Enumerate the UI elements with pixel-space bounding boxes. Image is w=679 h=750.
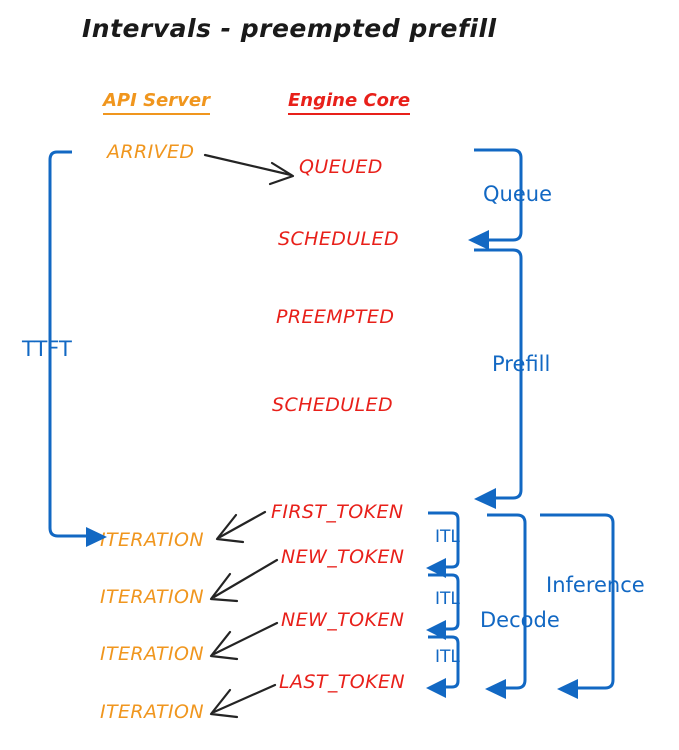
arrow-new-token-to-iteration: [209, 558, 279, 603]
state-last-token: LAST_TOKEN: [279, 671, 405, 693]
state-iteration: ITERATION: [100, 529, 205, 551]
page-title: Intervals - preempted prefill: [82, 14, 497, 43]
interval-label-itl: ITL: [435, 647, 460, 667]
bracket-inference: [540, 513, 615, 699]
arrow-first-token-to-iteration: [215, 510, 267, 544]
interval-label-itl: ITL: [435, 589, 460, 609]
bracket-decode: [485, 513, 527, 699]
state-iteration: ITERATION: [100, 643, 205, 665]
column-header-api-server: API Server: [103, 91, 210, 115]
interval-label-prefill: Prefill: [492, 352, 551, 376]
state-iteration: ITERATION: [100, 586, 205, 608]
arrow-new-token-to-iteration: [209, 621, 279, 661]
state-scheduled: SCHEDULED: [278, 228, 399, 250]
column-header-engine-core: Engine Core: [288, 91, 411, 115]
arrow-arrived-to-queued: [203, 153, 295, 186]
interval-label-queue: Queue: [483, 182, 552, 206]
interval-label-ttft: TTFT: [22, 337, 72, 361]
bracket-prefill: [474, 248, 523, 509]
state-preempted: PREEMPTED: [276, 306, 395, 328]
state-scheduled: SCHEDULED: [272, 394, 393, 416]
state-first-token: FIRST_TOKEN: [271, 501, 404, 523]
arrow-last-token-to-iteration: [209, 683, 277, 719]
state-queued: QUEUED: [299, 156, 383, 178]
state-arrived: ARRIVED: [107, 141, 195, 163]
interval-label-itl: ITL: [435, 527, 460, 547]
state-new-token: NEW_TOKEN: [281, 609, 405, 631]
state-iteration: ITERATION: [100, 701, 205, 723]
interval-label-inference: Inference: [546, 573, 645, 597]
interval-label-decode: Decode: [480, 608, 560, 632]
state-new-token: NEW_TOKEN: [281, 546, 405, 568]
